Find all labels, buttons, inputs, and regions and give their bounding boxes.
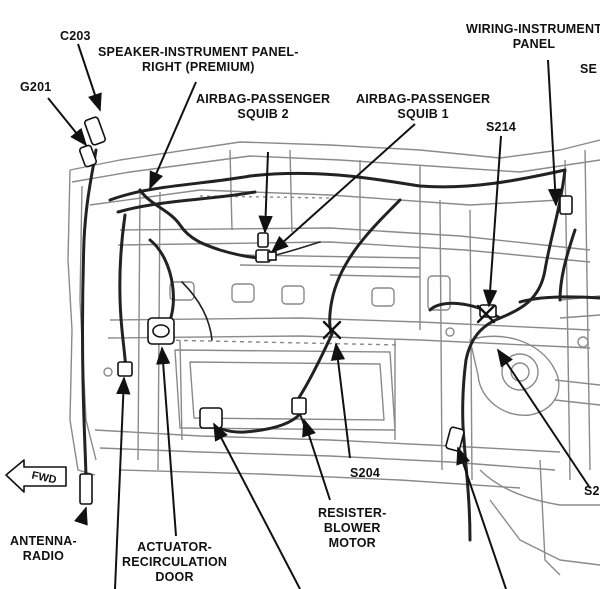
callout-s204: S204 — [350, 466, 380, 481]
callout-s204-line: S204 — [350, 466, 380, 480]
callout-resister-blower-motor: RESISTER- BLOWER MOTOR — [318, 506, 386, 551]
callout-airbag2-line-1: AIRBAG-PASSENGER — [196, 92, 331, 106]
callout-airbag-passenger-squib-1: AIRBAG-PASSENGER SQUIB 1 — [356, 92, 490, 122]
fwd-arrow-icon: FWD — [5, 459, 67, 493]
callout-wiring-line-2: PANEL — [512, 37, 556, 51]
callout-airbag1-line-2: SQUIB 1 — [397, 107, 449, 121]
callout-resister-line-2: BLOWER — [323, 521, 381, 535]
callout-resister-line-3: MOTOR — [328, 536, 376, 550]
callout-speaker-instrument-panel-right: SPEAKER-INSTRUMENT PANEL- RIGHT (PREMIUM… — [98, 45, 299, 75]
leader-lines — [47, 43, 591, 589]
callout-s214: S214 — [486, 120, 516, 135]
callout-actuator-recirculation-door: ACTUATOR- RECIRCULATION DOOR — [122, 540, 227, 585]
callout-s214-line: S214 — [486, 120, 516, 134]
callout-speaker-line-1: SPEAKER-INSTRUMENT PANEL- — [98, 45, 299, 59]
callout-g201: G201 — [20, 80, 51, 95]
callout-actuator-line-1: ACTUATOR- — [137, 540, 213, 554]
callout-speaker-line-2: RIGHT (PREMIUM) — [141, 60, 255, 74]
callout-g201-line: G201 — [20, 80, 52, 94]
callout-antenna-line-1: ANTENNA- — [10, 534, 77, 548]
callout-resister-line-1: RESISTER- — [318, 506, 387, 520]
callout-c203: C203 — [60, 29, 91, 44]
callout-wiring-instrument-panel: WIRING-INSTRUMENT PANEL — [466, 22, 600, 52]
callout-airbag2-line-2: SQUIB 2 — [237, 107, 289, 121]
callout-s2-line: S2 — [584, 484, 600, 498]
callout-airbag1-line-1: AIRBAG-PASSENGER — [356, 92, 491, 106]
callout-antenna-radio: ANTENNA- RADIO — [10, 534, 77, 564]
callout-c203-line: C203 — [60, 29, 91, 43]
callout-actuator-line-2: RECIRCULATION — [122, 555, 228, 569]
callout-antenna-line-2: RADIO — [22, 549, 65, 563]
callout-se-line: SE — [580, 62, 598, 76]
callout-airbag-passenger-squib-2: AIRBAG-PASSENGER SQUIB 2 — [196, 92, 330, 122]
callout-wiring-line-1: WIRING-INSTRUMENT — [466, 22, 600, 36]
splice-marks — [322, 304, 496, 340]
callout-actuator-line-3: DOOR — [155, 570, 194, 584]
callout-s2-cut-off: S2 — [584, 484, 600, 499]
fwd-label: FWD — [31, 470, 58, 487]
callout-se-cut-off: SE — [580, 62, 597, 77]
